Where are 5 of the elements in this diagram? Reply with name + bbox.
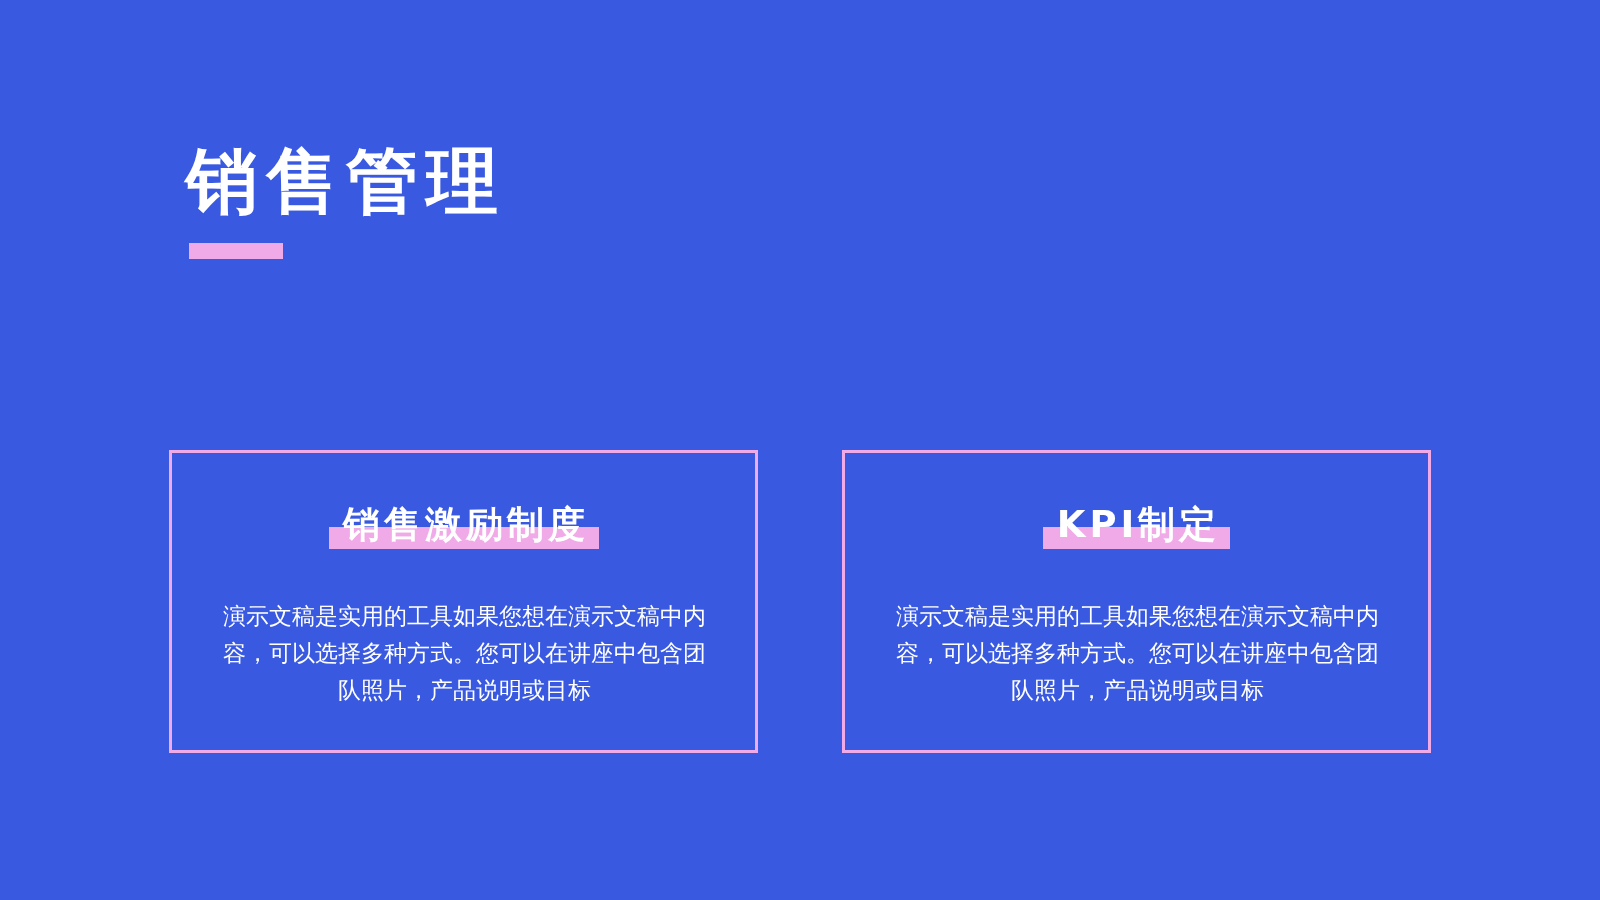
content-card	[842, 450, 1431, 753]
content-card	[169, 450, 758, 753]
body-text: 演示文稿是实用的工具如果您想在演示文稿中内容，可以选择多种方式。您可以在讲座中包含团队照片，产品说明或目标	[894, 602, 1380, 705]
slide-title: 销售管理	[186, 138, 506, 225]
body-text: 演示文稿是实用的工具如果您想在演示文稿中内容，可以选择多种方式。您可以在讲座中包含团队照片，产品说明或目标	[221, 602, 707, 705]
